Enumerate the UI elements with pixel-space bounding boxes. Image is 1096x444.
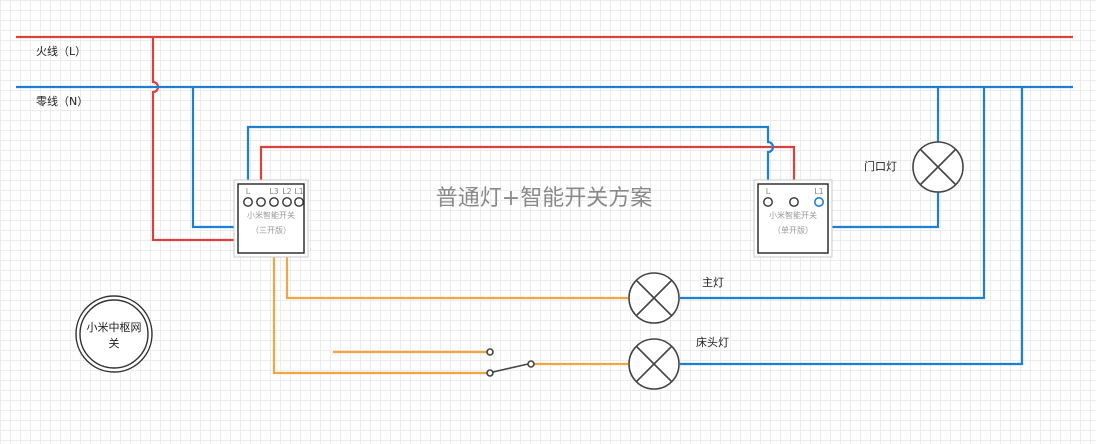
live-drop-to-triple-switch: [151, 37, 263, 242]
switch-single-terminal-l1-dot: [813, 197, 824, 208]
main-lamp-neutral: [680, 87, 986, 300]
switch-single-terminal: [763, 197, 773, 207]
bedside-lamp-feed: [272, 200, 487, 375]
lamp-cross: [635, 345, 673, 383]
two-way-pivot: [527, 360, 535, 368]
switch-single-name: 小米智能开关: [769, 210, 817, 220]
switch-triple-terminal: [243, 197, 253, 207]
gateway-label-line2: 关: [109, 336, 120, 350]
switch-triple-name: 小米智能开关: [247, 210, 295, 220]
bedside-lamp-label: 床头灯: [696, 335, 729, 349]
switch-triple-terminal-l3: L3: [269, 187, 279, 196]
switch-triple-terminal: [256, 197, 266, 207]
switch-single: L L1 小米智能开关 （单开版）: [753, 179, 833, 258]
main-lamp-feed: [285, 200, 628, 300]
lamp-cross: [635, 279, 673, 317]
switch-triple: L L3 L2 L1 小米智能开关 （三开版）: [233, 179, 309, 258]
gateway: 小米中枢网 关: [75, 295, 153, 373]
door-lamp-return: [817, 192, 940, 229]
gateway-label-line1: 小米中枢网: [87, 320, 142, 334]
load-wires: [272, 200, 628, 375]
neutral-wires: [16, 85, 1073, 366]
bedside-lamp: [628, 338, 680, 390]
switch-triple-variant: （三开版）: [251, 225, 291, 235]
two-way-lever: [492, 363, 529, 373]
switch-single-body: [757, 183, 829, 254]
switch-single-frame: [753, 179, 833, 258]
switch-single-terminal-l1: L1: [814, 187, 824, 196]
main-lamp-label: 主灯: [702, 276, 724, 289]
door-lamp-label: 门口灯: [864, 159, 897, 173]
bedside-lamp-neutral: [680, 87, 1024, 366]
gateway-outer-ring: [75, 295, 153, 373]
switch-triple-terminal-l1: L1: [294, 187, 304, 196]
switch-single-terminal-l: L: [766, 187, 771, 196]
gateway-inner-ring: [79, 299, 149, 369]
switch-triple-terminal: [269, 197, 279, 207]
diagram-title: 普通灯+智能开关方案: [436, 186, 652, 211]
switch-triple-terminal-l: L: [246, 187, 251, 196]
neutral-line-label: 零线（N）: [36, 94, 88, 108]
switch-single-variant: （单开版）: [773, 225, 813, 235]
live-wires: [16, 35, 1073, 242]
two-way-contact-top: [486, 348, 494, 356]
live-line-label: 火线（L）: [36, 44, 86, 58]
two-way-switch: [486, 348, 535, 377]
switch-single-terminal: [789, 197, 799, 207]
lamp-cross: [919, 148, 957, 186]
door-lamp: [912, 141, 964, 193]
live-link-triple-to-single: [259, 145, 796, 200]
switch-triple-body: [237, 183, 305, 254]
main-lamp: [628, 272, 680, 324]
switch-triple-terminal: [282, 197, 292, 207]
neutral-link-triple-to-single: [246, 125, 775, 200]
switch-triple-terminal-l2: L2: [282, 187, 292, 196]
switch-triple-terminal: [294, 197, 304, 207]
two-way-contact-bottom: [486, 369, 494, 377]
switch-triple-frame: [233, 179, 309, 258]
